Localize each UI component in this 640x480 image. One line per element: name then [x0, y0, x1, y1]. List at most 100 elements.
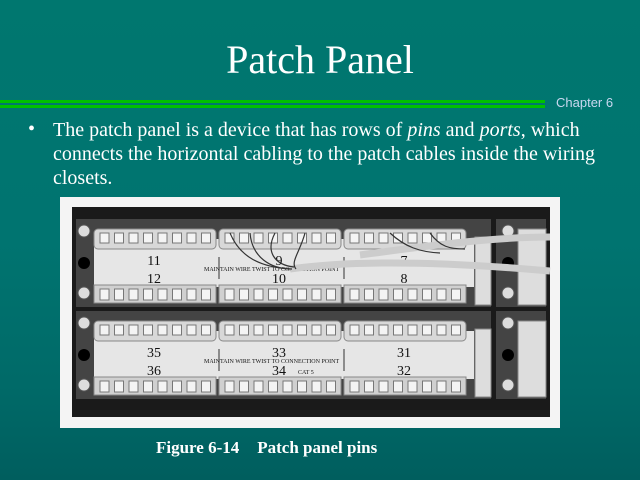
port-number: 34 — [272, 364, 286, 379]
pin — [186, 288, 197, 301]
pin — [282, 324, 293, 336]
caption-number: Figure 6-14 — [156, 438, 240, 457]
port-number: 12 — [147, 272, 161, 287]
pin — [99, 232, 110, 244]
text-run: The patch panel is a device that has row… — [53, 119, 408, 141]
wire — [389, 232, 441, 254]
pin — [99, 288, 110, 301]
pin — [172, 288, 182, 301]
pin — [157, 324, 168, 336]
mount-hole — [78, 257, 90, 269]
pin — [364, 380, 374, 393]
pin — [239, 232, 249, 244]
pin — [99, 380, 110, 393]
port-number: 36 — [147, 364, 161, 379]
bullet-text: The patch panel is a device that has row… — [53, 118, 628, 190]
pin — [451, 380, 461, 393]
divider-rule — [0, 105, 545, 108]
pin — [143, 380, 153, 393]
pin — [239, 324, 249, 336]
punchdown-block — [343, 320, 467, 342]
pin — [407, 232, 418, 244]
pin — [186, 232, 197, 244]
pin — [128, 232, 139, 244]
pin — [378, 288, 389, 301]
pin — [451, 324, 461, 336]
pin — [436, 288, 447, 301]
screw — [77, 378, 91, 392]
pin — [378, 232, 389, 244]
pin — [239, 380, 249, 393]
punchdown-block — [218, 284, 342, 304]
pin — [172, 380, 182, 393]
pin — [186, 380, 197, 393]
pin — [114, 324, 124, 336]
pin — [201, 288, 211, 301]
cable-guide — [474, 328, 492, 398]
pin — [172, 324, 182, 336]
screw — [501, 316, 515, 330]
screw — [77, 224, 91, 238]
pin — [224, 324, 235, 336]
punchdown-block — [218, 376, 342, 396]
pin — [311, 380, 322, 393]
pin — [407, 324, 418, 336]
pin — [422, 288, 432, 301]
pin — [268, 380, 278, 393]
pin — [364, 232, 374, 244]
strip-text: MAINTAIN WIRE TWIST TO CONNECTION POINT — [204, 359, 339, 365]
pin — [364, 288, 374, 301]
pin — [114, 288, 124, 301]
pin — [186, 324, 197, 336]
pin — [253, 380, 264, 393]
screw — [501, 378, 515, 392]
pin — [349, 288, 360, 301]
pin — [253, 324, 264, 336]
pin — [349, 232, 360, 244]
pin — [128, 288, 139, 301]
caption-text: Patch panel pins — [257, 438, 378, 457]
emphasis-ports: ports — [479, 119, 521, 141]
wire — [429, 232, 466, 250]
port-number: 35 — [147, 346, 161, 361]
pin — [143, 288, 153, 301]
pin — [224, 232, 235, 244]
mount-hole — [78, 349, 90, 361]
wire — [270, 232, 295, 268]
port-number: 10 — [272, 272, 286, 287]
pin — [253, 232, 264, 244]
pin — [224, 288, 235, 301]
pin — [407, 288, 418, 301]
port-number: 32 — [397, 364, 411, 379]
pin — [436, 380, 447, 393]
figure-caption: Figure 6-14 Patch panel pins — [156, 438, 395, 458]
wire — [249, 232, 293, 270]
pin — [378, 324, 389, 336]
pin — [128, 324, 139, 336]
pin — [422, 380, 432, 393]
pin — [114, 232, 124, 244]
pin — [224, 380, 235, 393]
pin — [201, 324, 211, 336]
pin — [282, 288, 293, 301]
pin — [282, 380, 293, 393]
strip-text: MAINTAIN WIRE TWIST TO CONNECTION POINT — [204, 267, 339, 273]
punchdown-block — [343, 376, 467, 396]
pin — [114, 380, 124, 393]
port-number: 31 — [397, 346, 411, 361]
pin — [326, 380, 336, 393]
cable — [289, 259, 551, 275]
emphasis-pins: pins — [407, 119, 441, 141]
pin — [268, 288, 278, 301]
pin — [311, 288, 322, 301]
pin — [143, 232, 153, 244]
pin — [282, 232, 293, 244]
pin — [297, 380, 307, 393]
punchdown-block — [93, 320, 217, 342]
pin — [326, 324, 336, 336]
pin — [201, 232, 211, 244]
pin — [157, 232, 168, 244]
pin — [364, 324, 374, 336]
pin — [451, 288, 461, 301]
